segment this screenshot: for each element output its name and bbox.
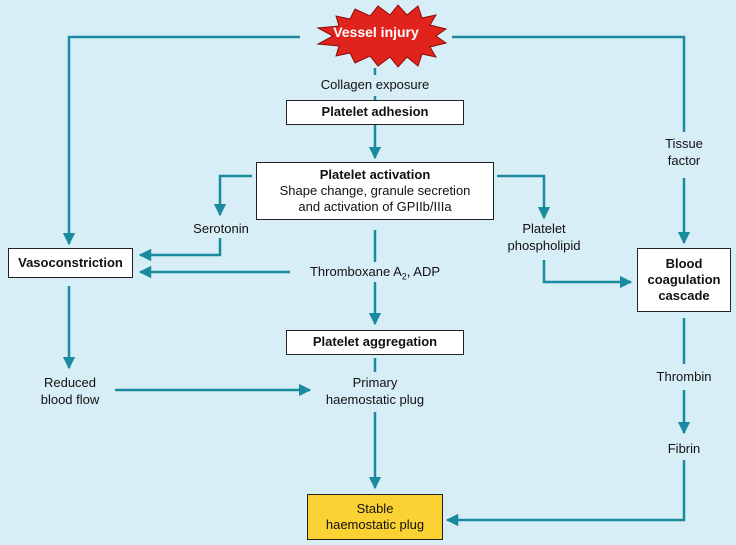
platelet-adhesion-box: Platelet adhesion	[286, 100, 464, 125]
platelet-adhesion-label: Platelet adhesion	[321, 104, 429, 120]
primary-haemostatic-plug-label: Primary haemostatic plug	[325, 375, 425, 407]
platelet-phospholipid-label: Platelet phospholipid	[507, 221, 581, 253]
platelet-aggregation-label: Platelet aggregation	[312, 334, 438, 350]
thrombin-label: Thrombin	[656, 369, 712, 384]
collagen-exposure-label: Collagen exposure	[320, 77, 430, 92]
platelet-activation-box: Platelet activation Shape change, granul…	[256, 162, 494, 220]
platelet-activation-line2: and activation of GPIIb/IIIa	[298, 199, 452, 215]
arrow-activation-to-phospholipid	[497, 174, 551, 220]
blood-coagulation-cascade-box: Blood coagulation cascade	[637, 248, 731, 312]
platelet-activation-line1: Shape change, granule secretion	[279, 182, 471, 198]
fibrin-label: Fibrin	[667, 441, 701, 456]
arrow-fibrin-to-stable-plug	[445, 460, 686, 527]
platelet-activation-title: Platelet activation	[319, 166, 431, 182]
arrow-phospholipid-to-coagulation	[542, 260, 633, 289]
vasoconstriction-label: Vasoconstriction	[18, 254, 123, 270]
vessel-injury-label: Vessel injury	[333, 24, 419, 40]
arrow-serotonin-to-vasoconstriction	[138, 238, 222, 262]
arrow-injury-to-vasoconstriction	[62, 35, 300, 246]
stable-haemostatic-plug-box: Stable haemostatic plug	[307, 494, 443, 540]
arrow-activation-to-serotonin	[213, 174, 252, 217]
reduced-blood-flow-label: Reduced blood flow	[40, 375, 100, 407]
arrow-injury-to-coagulation	[452, 35, 686, 132]
thromboxane-label: Thromboxane A2, ADP	[309, 264, 441, 282]
serotonin-label: Serotonin	[193, 221, 249, 236]
platelet-aggregation-box: Platelet aggregation	[286, 330, 464, 355]
vessel-injury-burst	[316, 4, 448, 68]
tissue-factor-label: Tissue factor	[665, 136, 703, 168]
vasoconstriction-box: Vasoconstriction	[8, 248, 133, 278]
